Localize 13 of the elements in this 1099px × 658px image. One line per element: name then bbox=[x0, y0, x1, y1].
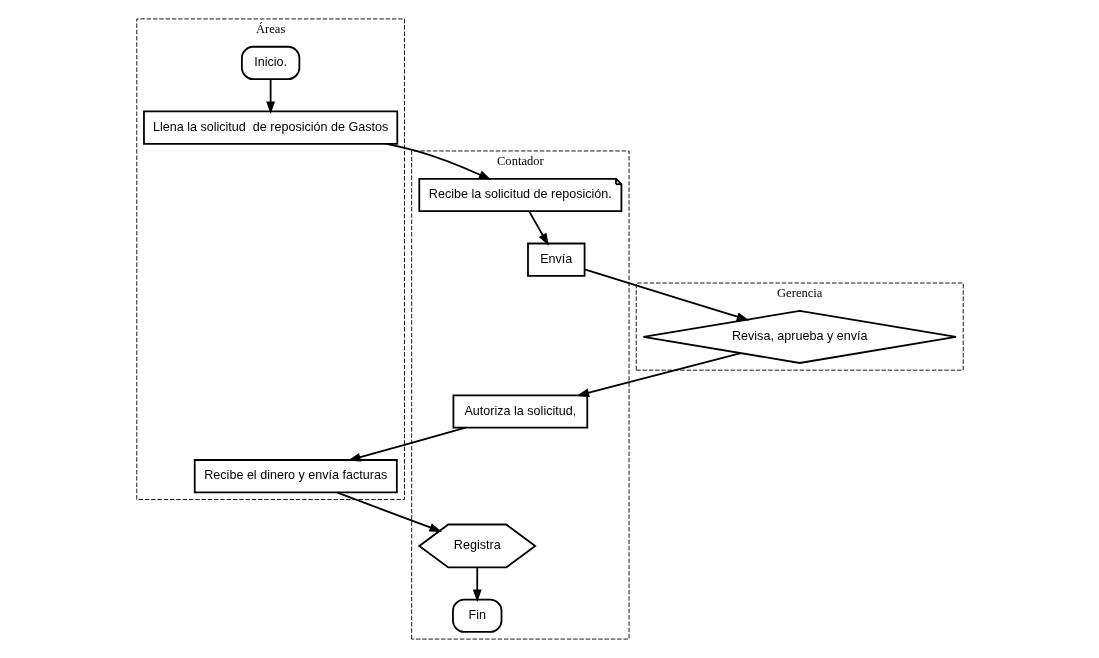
arrow bbox=[527, 210, 549, 246]
node-box: Recibe el dinero y envía facturas bbox=[193, 459, 398, 494]
arrow bbox=[265, 78, 275, 115]
arrow bbox=[347, 426, 467, 462]
arrow bbox=[472, 566, 482, 603]
node-box: Autoriza la solicitud, bbox=[452, 394, 588, 429]
node-box: Envía bbox=[526, 242, 585, 277]
node-box: Fin bbox=[451, 598, 502, 633]
node-box: Inicio. bbox=[240, 45, 300, 80]
node-box: Llena la solicitud de reposición de Gastos bbox=[142, 110, 398, 145]
arrow bbox=[335, 491, 442, 532]
arrow bbox=[385, 142, 491, 180]
arrow bbox=[583, 268, 749, 321]
